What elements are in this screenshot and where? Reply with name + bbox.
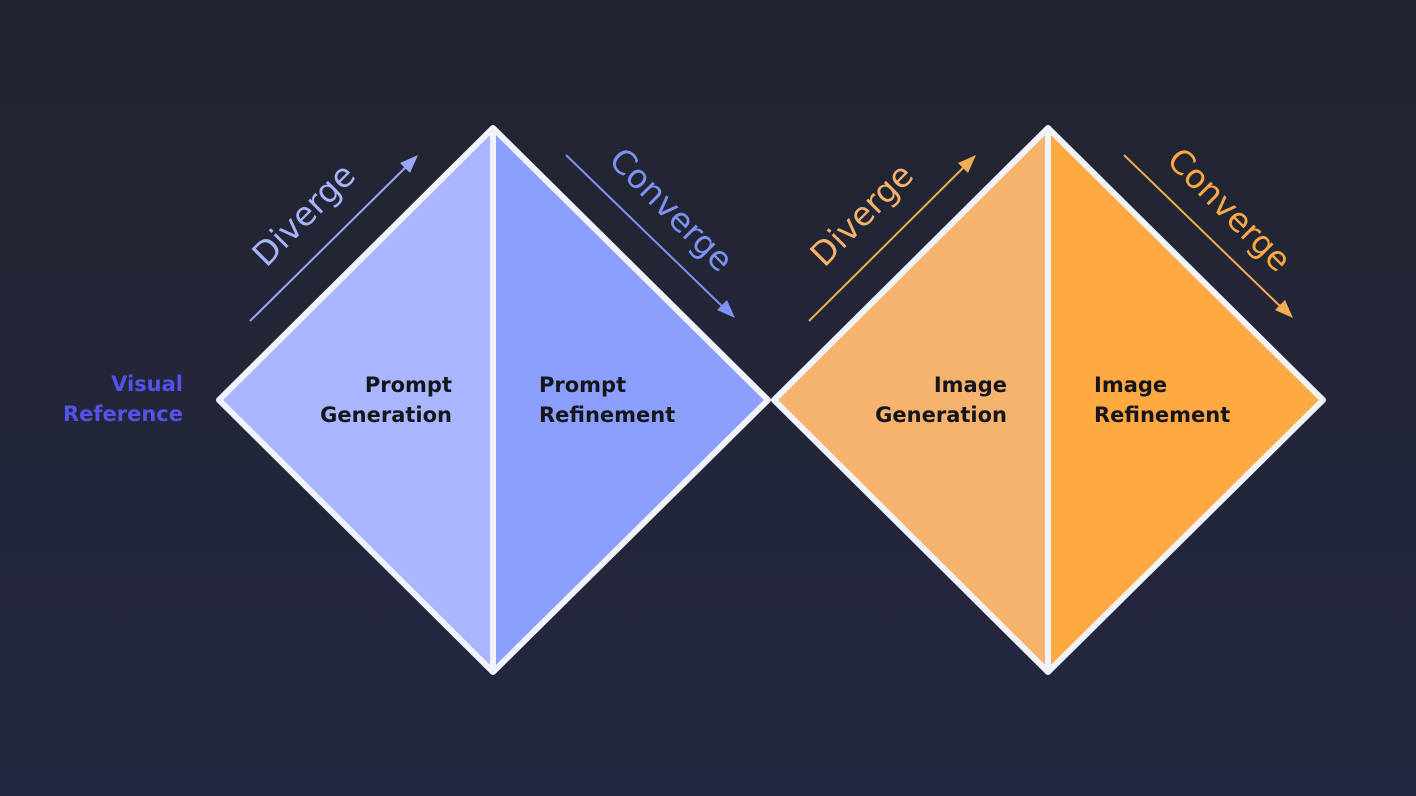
image-refinement-half xyxy=(1048,128,1323,672)
prompt-generation-label: Prompt Generation xyxy=(300,370,452,430)
image-diverge-label: Diverge xyxy=(802,155,921,274)
image-diverge-arrow xyxy=(808,155,976,322)
image-generation-half xyxy=(774,128,1048,672)
prompt-generation-half xyxy=(219,128,493,672)
visual-reference-line-1: Visual xyxy=(111,372,183,396)
image-converge-arrowhead-icon xyxy=(1275,300,1293,318)
image-refinement-line-1: Image xyxy=(1094,373,1168,397)
image-converge-arrow xyxy=(1123,154,1293,318)
prompt-converge-arrowhead-icon xyxy=(717,300,735,318)
prompt-refinement-label: Prompt Refinement xyxy=(539,370,709,430)
prompt-diverge-arrowhead-icon xyxy=(400,155,418,173)
image-diverge-arrowhead-icon xyxy=(958,155,976,173)
image-refinement-label: Image Refinement xyxy=(1094,370,1264,430)
image-generation-line-2: Generation xyxy=(875,403,1007,427)
prompt-converge-arrow xyxy=(565,154,735,318)
prompt-diverge-label: Diverge xyxy=(244,155,363,274)
prompt-refinement-line-2: Refinement xyxy=(539,403,676,427)
prompt-diamond xyxy=(216,125,771,675)
prompt-generation-line-2: Generation xyxy=(320,403,452,427)
image-generation-label: Image Generation xyxy=(855,370,1007,430)
prompt-refinement-half xyxy=(493,128,768,672)
visual-reference-line-2: Reference xyxy=(62,402,183,426)
prompt-refinement-line-1: Prompt xyxy=(539,373,627,397)
visual-reference-label: Visual Reference xyxy=(36,369,183,429)
image-refinement-line-2: Refinement xyxy=(1094,403,1231,427)
prompt-generation-line-1: Prompt xyxy=(364,373,452,397)
image-diamond xyxy=(771,125,1326,675)
image-generation-line-1: Image xyxy=(933,373,1007,397)
prompt-diverge-arrow xyxy=(249,155,418,322)
